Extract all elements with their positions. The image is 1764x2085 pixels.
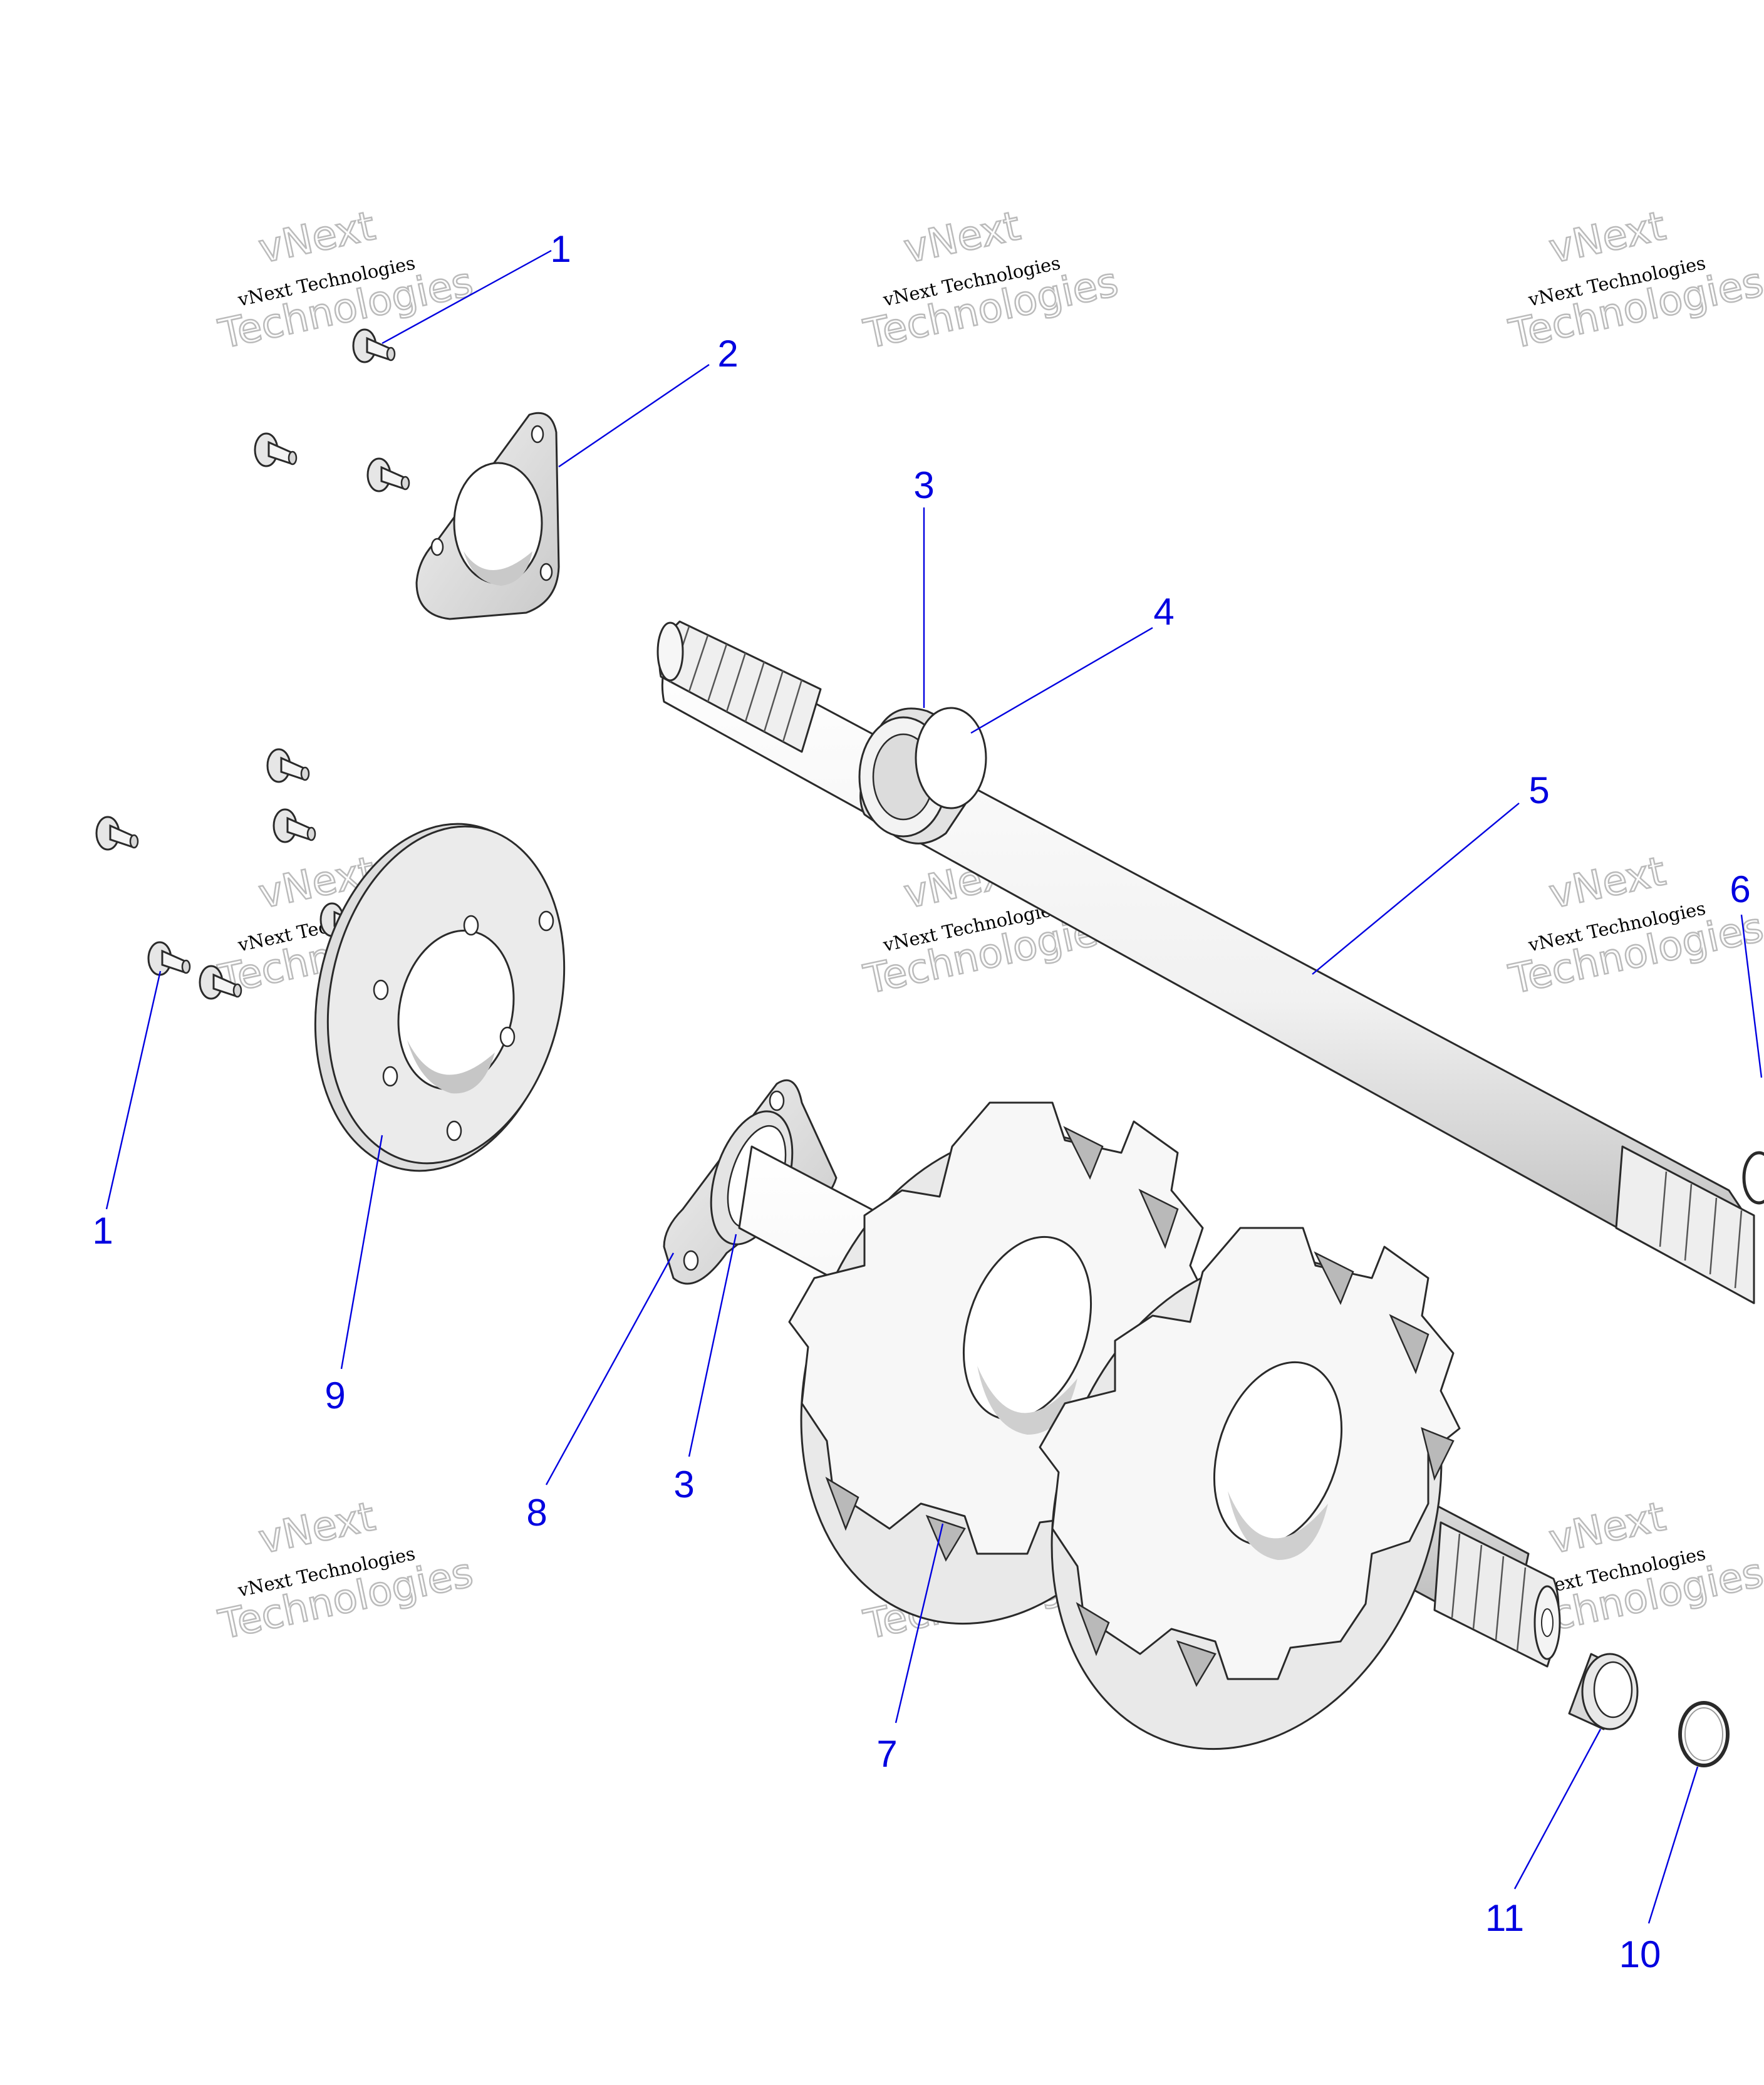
watermark: vNext vNext Technologies Technologies [214, 202, 478, 359]
svg-text:vNext: vNext [255, 203, 379, 273]
callout-8: 8 [526, 1492, 547, 1534]
bolt-part [272, 808, 316, 843]
svg-text:vNext: vNext [1545, 848, 1669, 918]
callout-9: 9 [324, 1375, 345, 1417]
svg-text:vNext: vNext [255, 1494, 379, 1563]
drive-sprocket-front [1039, 1227, 1461, 1750]
watermark: vNext vNext Technologies Technologies [214, 1493, 478, 1650]
callout-1a: 1 [550, 228, 571, 270]
callout-7: 7 [876, 1733, 897, 1775]
callout-4: 4 [1153, 591, 1174, 633]
svg-text:vNext: vNext [1545, 203, 1669, 273]
callout-6: 6 [1730, 868, 1750, 910]
retaining-ring-part [1678, 1701, 1730, 1767]
round-flange-plate-part [314, 823, 566, 1172]
bolt-part [254, 432, 298, 467]
callout-3a: 3 [913, 464, 934, 506]
flange-plate-part [415, 412, 560, 620]
callout-2: 2 [717, 333, 738, 375]
svg-text:vNext: vNext [1545, 1494, 1669, 1563]
watermark: vNext vNext Technologies Technologies [1505, 202, 1764, 359]
bolt-part [266, 748, 310, 783]
callout-5: 5 [1528, 769, 1549, 811]
callout-10: 10 [1619, 1933, 1661, 1975]
svg-text:vNext: vNext [900, 203, 1024, 273]
callouts: 1 2 3 4 5 6 1 9 8 3 7 11 10 [92, 228, 1750, 1975]
drive-shaft-part [656, 620, 1755, 1304]
watermark: vNext vNext Technologies Technologies [1505, 848, 1764, 1004]
bushing-part [1568, 1653, 1639, 1730]
watermark: vNext vNext Technologies Technologies [859, 202, 1123, 359]
leader-lines [105, 249, 1763, 1924]
bolt-part [95, 816, 139, 851]
callout-3b: 3 [673, 1464, 694, 1505]
bolt-part [147, 941, 191, 976]
bolt-part [352, 328, 396, 363]
callout-11: 11 [1485, 1897, 1524, 1939]
bolt-part [366, 457, 410, 492]
ring-part-edge [1742, 1151, 1764, 1205]
callout-1b: 1 [92, 1210, 113, 1252]
